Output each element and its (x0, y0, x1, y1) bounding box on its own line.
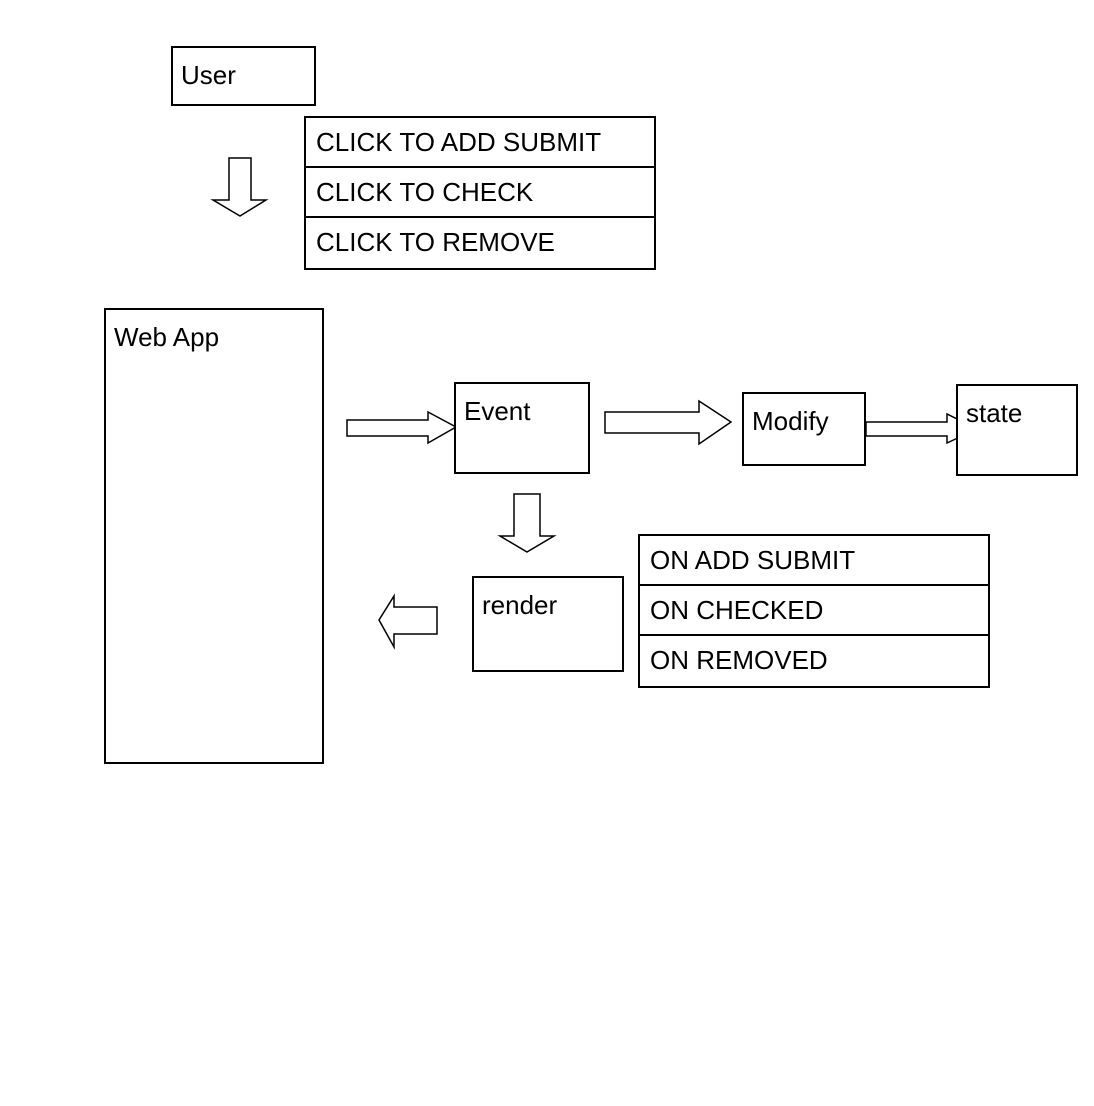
modify-label: Modify (752, 406, 829, 436)
arrow-event-to-modify (604, 399, 733, 446)
handler-on-checked: ON CHECKED (640, 586, 988, 636)
arrow-render-to-webapp (378, 593, 438, 650)
user-action-add-submit: CLICK TO ADD SUBMIT (306, 118, 654, 168)
user-action-remove: CLICK TO REMOVE (316, 227, 555, 257)
state-label: state (966, 398, 1023, 428)
event-node: Event (454, 382, 590, 474)
event-handlers-list: ON ADD SUBMIT ON CHECKED ON REMOVED (638, 534, 990, 688)
user-node: User (171, 46, 316, 106)
render-label: render (482, 590, 558, 620)
web-app-label: Web App (114, 322, 220, 352)
web-app-node: Web App (104, 308, 324, 764)
event-label: Event (464, 396, 531, 426)
handler-on-add-submit: ON ADD SUBMIT (640, 536, 988, 586)
modify-node: Modify (742, 392, 866, 466)
arrow-user-to-webapp (210, 157, 269, 217)
user-action-check: CLICK TO CHECK (306, 168, 654, 218)
render-node: render (472, 576, 624, 672)
state-node: state (956, 384, 1078, 476)
user-label: User (181, 60, 236, 90)
arrow-event-to-render (497, 493, 557, 553)
handler-on-removed: ON REMOVED (650, 645, 828, 675)
arrow-webapp-to-event (346, 410, 458, 445)
user-actions-list: CLICK TO ADD SUBMIT CLICK TO CHECK CLICK… (304, 116, 656, 270)
